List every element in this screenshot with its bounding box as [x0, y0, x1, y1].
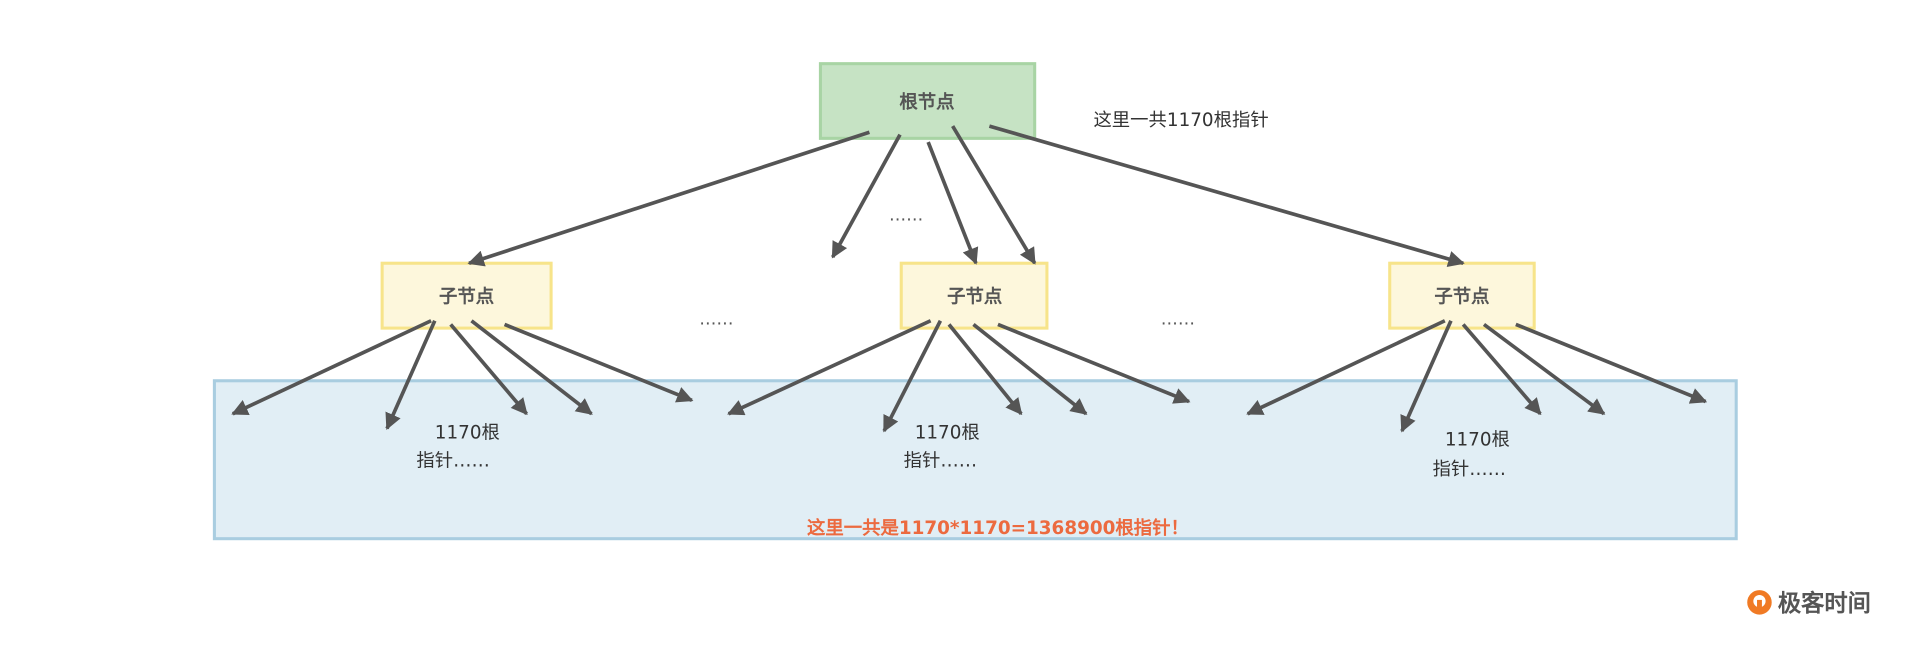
pointer-arrow-13 [947, 323, 1023, 416]
pointer-arrow-18 [1461, 323, 1542, 416]
leaf-note-2-line2: 指针…… [904, 450, 977, 471]
pointer-arrow-3 [926, 141, 979, 265]
pointer-arrow-5 [988, 124, 1465, 268]
pointer-arrows [231, 124, 1708, 433]
pointer-arrow-17 [1400, 320, 1453, 433]
pointer-arrow-8 [449, 323, 528, 416]
pointer-arrow-6 [231, 319, 432, 416]
between-ellipsis-2: …… [1161, 309, 1195, 329]
root-pointer-note: 这里一共1170根指针 [1093, 110, 1268, 131]
pointer-arrow-9 [470, 319, 593, 416]
pointer-arrow-20 [1515, 322, 1708, 404]
child-node-1 [380, 261, 553, 330]
logo-text: 极客时间 [1778, 590, 1871, 617]
pointer-arrow-2 [831, 133, 902, 259]
leaf-note-2-line1: 1170根 [915, 422, 980, 443]
child-node-2-label: 子节点 [947, 286, 1002, 308]
child-node-3 [1388, 261, 1536, 330]
child-node-2 [899, 261, 1049, 330]
leaf-note-1-line2: 指针…… [416, 450, 489, 471]
geektime-logo: 极客时间 [1747, 590, 1871, 617]
leaf-level-area [212, 379, 1738, 541]
root-node-label: 根节点 [899, 91, 954, 113]
pointer-arrow-7 [385, 320, 437, 431]
pointer-arrow-14 [972, 323, 1088, 416]
child-node-3-label: 子节点 [1434, 286, 1489, 308]
leaf-note-1-line1: 1170根 [435, 422, 500, 443]
pointer-arrow-11 [727, 319, 932, 416]
pointer-arrow-16 [1246, 319, 1446, 416]
root-node [818, 62, 1037, 140]
child-node-1-label: 子节点 [439, 286, 494, 308]
between-ellipsis-1: …… [699, 309, 733, 329]
pointer-arrow-15 [997, 322, 1191, 404]
leaf-note-3-line2: 指针…… [1433, 459, 1506, 480]
pointer-arrow-12 [882, 319, 943, 433]
pointer-arrow-4 [951, 125, 1037, 265]
total-pointer-note: 这里一共是1170*1170=1368900根指针！ [807, 517, 1189, 539]
leaf-note-3-line1: 1170根 [1445, 430, 1510, 451]
root-ellipsis: …… [889, 205, 923, 225]
pointer-arrow-10 [503, 322, 694, 403]
pointer-arrow-19 [1482, 322, 1606, 416]
pointer-arrow-1 [467, 130, 870, 267]
